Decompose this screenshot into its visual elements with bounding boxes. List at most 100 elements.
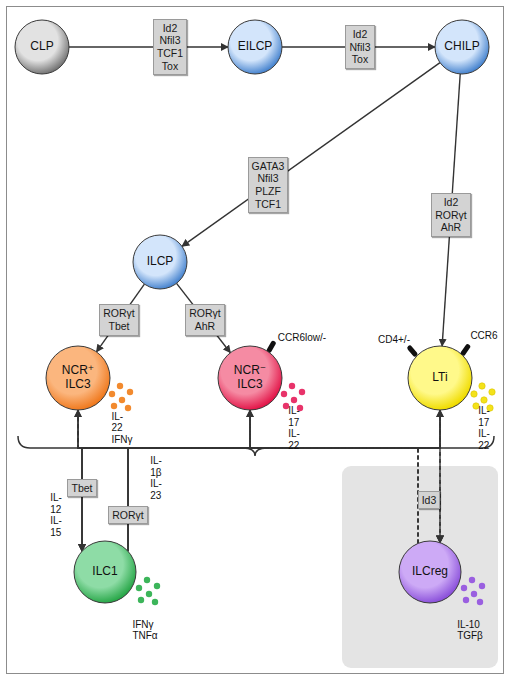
cell-text-group: CLP <box>30 40 53 54</box>
cytokine-dot <box>127 389 133 395</box>
ilcreg-panel <box>342 466 498 668</box>
cell-text-group: CHILP <box>444 40 479 54</box>
cytokine-label: IL-12 IL-15 <box>50 492 62 538</box>
cytokine-dot <box>471 591 477 597</box>
cytokine-dot <box>281 391 287 397</box>
cell-outline <box>408 346 472 410</box>
cytokine-dot <box>299 389 305 395</box>
factor-box: RORγt <box>108 506 148 525</box>
cell-name: NCR⁻ ILC3 <box>234 364 266 392</box>
cell-circle: CLP <box>14 19 70 75</box>
cytokine-label: IFNγ TNFα <box>132 619 157 642</box>
connector <box>418 410 440 543</box>
cytokine-dot <box>125 405 131 411</box>
brace <box>18 436 494 456</box>
cytokine-dot <box>489 389 495 395</box>
factor-box: Id2 Nfil3 TCF1 Tox <box>153 19 187 75</box>
cell-name: ILCreg <box>412 565 448 579</box>
cytokine-label: IL-1β IL-23 <box>150 455 162 501</box>
connector <box>128 410 440 551</box>
factor-box: Id3 <box>418 491 441 510</box>
factor-box: Id2 RORγt AhR <box>431 193 471 237</box>
cell-name: NCR⁺ ILC3 <box>62 364 94 392</box>
connector <box>82 410 250 551</box>
cell-circle: NCR⁻ ILC3 <box>217 345 283 411</box>
cytokine-dot <box>136 585 142 591</box>
connector <box>69 46 228 47</box>
cytokine-dots <box>461 577 485 605</box>
cell-circle: CHILP <box>434 19 490 75</box>
factor-box: GATA3 Nfil3 PLZF TCF1 <box>248 157 289 213</box>
cell-outline <box>435 20 489 74</box>
cytokine-dot <box>479 583 485 589</box>
cytokine-dot <box>111 403 117 409</box>
cytokine-label: IL-22 IFNγ <box>111 411 132 446</box>
connector <box>250 410 440 543</box>
cytokine-dot <box>477 599 483 605</box>
cytokine-dot <box>109 391 115 397</box>
cell-text-group: LTi <box>432 371 447 385</box>
cytokine-dot <box>138 597 144 603</box>
cell-circle: ILCreg <box>398 540 462 604</box>
cell-outline <box>133 235 187 289</box>
cell-text-group: ILC1 <box>92 565 117 579</box>
connector <box>177 283 231 352</box>
cell-name: EILCP <box>238 40 273 54</box>
factor-box: RORγt Tbet <box>99 304 139 335</box>
cytokine-dot <box>479 383 485 389</box>
connector <box>78 410 440 543</box>
cytokine-dot <box>152 599 158 605</box>
factor-box: Tbet <box>67 479 96 498</box>
cytokine-label: IL-10 TGFβ <box>457 619 483 642</box>
frame <box>7 7 504 674</box>
cell-name: CLP <box>30 40 53 54</box>
cytokine-dots <box>109 383 133 411</box>
cytokine-dot <box>461 585 467 591</box>
cytokine-dot <box>291 397 297 403</box>
cytokine-dot <box>481 397 487 403</box>
cell-outline <box>218 346 282 410</box>
cytokine-label: IL-17 IL-22 <box>478 405 490 451</box>
cell-circle: ILC1 <box>73 540 137 604</box>
cell-outline <box>46 346 110 410</box>
cell-circle: ILCP <box>132 234 188 290</box>
connector <box>96 284 144 352</box>
cytokine-dot <box>144 577 150 583</box>
cytokine-dot <box>146 591 152 597</box>
cell-name: ILCP <box>147 255 174 269</box>
cell-name: ILC1 <box>92 565 117 579</box>
connector <box>82 410 440 551</box>
connector <box>78 410 418 543</box>
cell-name: CHILP <box>444 40 479 54</box>
cytokine-label: IL-17 IL-22 <box>288 405 300 451</box>
cell-outline <box>74 541 136 603</box>
cell-circle: LTi <box>407 345 473 411</box>
cytokine-dot <box>471 391 477 397</box>
cell-name: LTi <box>432 371 447 385</box>
cytokine-dot <box>154 583 160 589</box>
connector <box>182 63 440 247</box>
cell-text-group: NCR⁺ ILC3 <box>62 364 94 392</box>
connector <box>250 410 418 543</box>
cell-circle: EILCP <box>227 19 283 75</box>
cell-text-group: ILCreg <box>412 565 448 579</box>
cytokine-dot <box>117 383 123 389</box>
cytokine-dot <box>119 397 125 403</box>
cytokine-label: CCR6low/- <box>278 332 326 344</box>
cell-outline <box>399 541 461 603</box>
cell-circle: NCR⁺ ILC3 <box>45 345 111 411</box>
cytokine-dot <box>463 597 469 603</box>
cytokine-dot <box>289 383 295 389</box>
cell-text-group: NCR⁻ ILC3 <box>234 364 266 392</box>
factor-box: Id2 Nfil3 Tox <box>345 25 374 69</box>
cell-text-group: EILCP <box>238 40 273 54</box>
cell-text-group: ILCP <box>147 255 174 269</box>
cytokine-label: CCR6 <box>470 330 497 342</box>
cytokine-label: CD4+/- <box>378 334 410 346</box>
cell-outline <box>15 20 69 74</box>
cytokine-dots <box>136 577 160 605</box>
cytokine-dot <box>469 577 475 583</box>
